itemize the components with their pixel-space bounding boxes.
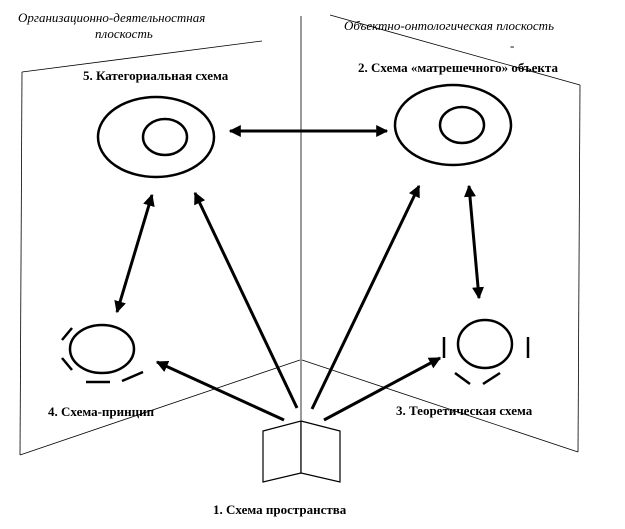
arrow-space-to-theoretical — [323, 356, 442, 422]
node-matryoshka-scheme-label: 2. Схема «матрешечного» объекта — [358, 60, 558, 75]
node-space-scheme-icon — [262, 420, 341, 483]
arrow-matryoshka-theoretical — [463, 184, 485, 300]
plane-left-outer-edge — [19, 71, 23, 456]
plane-left-label-line1: Организационно-деятельностная — [18, 10, 205, 25]
node-principle-scheme-label: 4. Схема-принцип — [48, 404, 155, 419]
node-matryoshka-scheme-icon — [393, 83, 513, 167]
arrow-space-to-matryoshka — [310, 184, 421, 410]
node-space-scheme-label: 1. Схема пространства — [213, 502, 347, 517]
node-categorial-scheme-label: 5. Категориальная схема — [83, 68, 229, 83]
plane-right-top-edge — [329, 14, 581, 86]
arrow-categorial-principle — [114, 193, 155, 314]
arrow-space-to-categorial — [193, 191, 299, 409]
arrow-space-to-principle — [155, 360, 285, 422]
plane-frames — [19, 14, 581, 456]
node-theoretical-scheme-label: 3. Теоретическая схема — [396, 403, 533, 418]
plane-right-bottom-edge — [301, 359, 579, 453]
plane-right-label-line1: Объектно-онтологическая плоскость — [344, 18, 554, 33]
plane-right-label-dash: - — [510, 38, 514, 53]
plane-left-bottom-edge — [19, 359, 301, 456]
plane-left-label-line2: плоскость — [95, 26, 153, 41]
node-theoretical-scheme-icon — [442, 318, 530, 386]
node-principle-scheme-icon — [61, 323, 144, 384]
arrows — [114, 125, 485, 422]
plane-right-outer-edge — [577, 84, 581, 453]
node-categorial-scheme-icon — [96, 95, 216, 179]
plane-left-top-edge — [21, 40, 263, 73]
